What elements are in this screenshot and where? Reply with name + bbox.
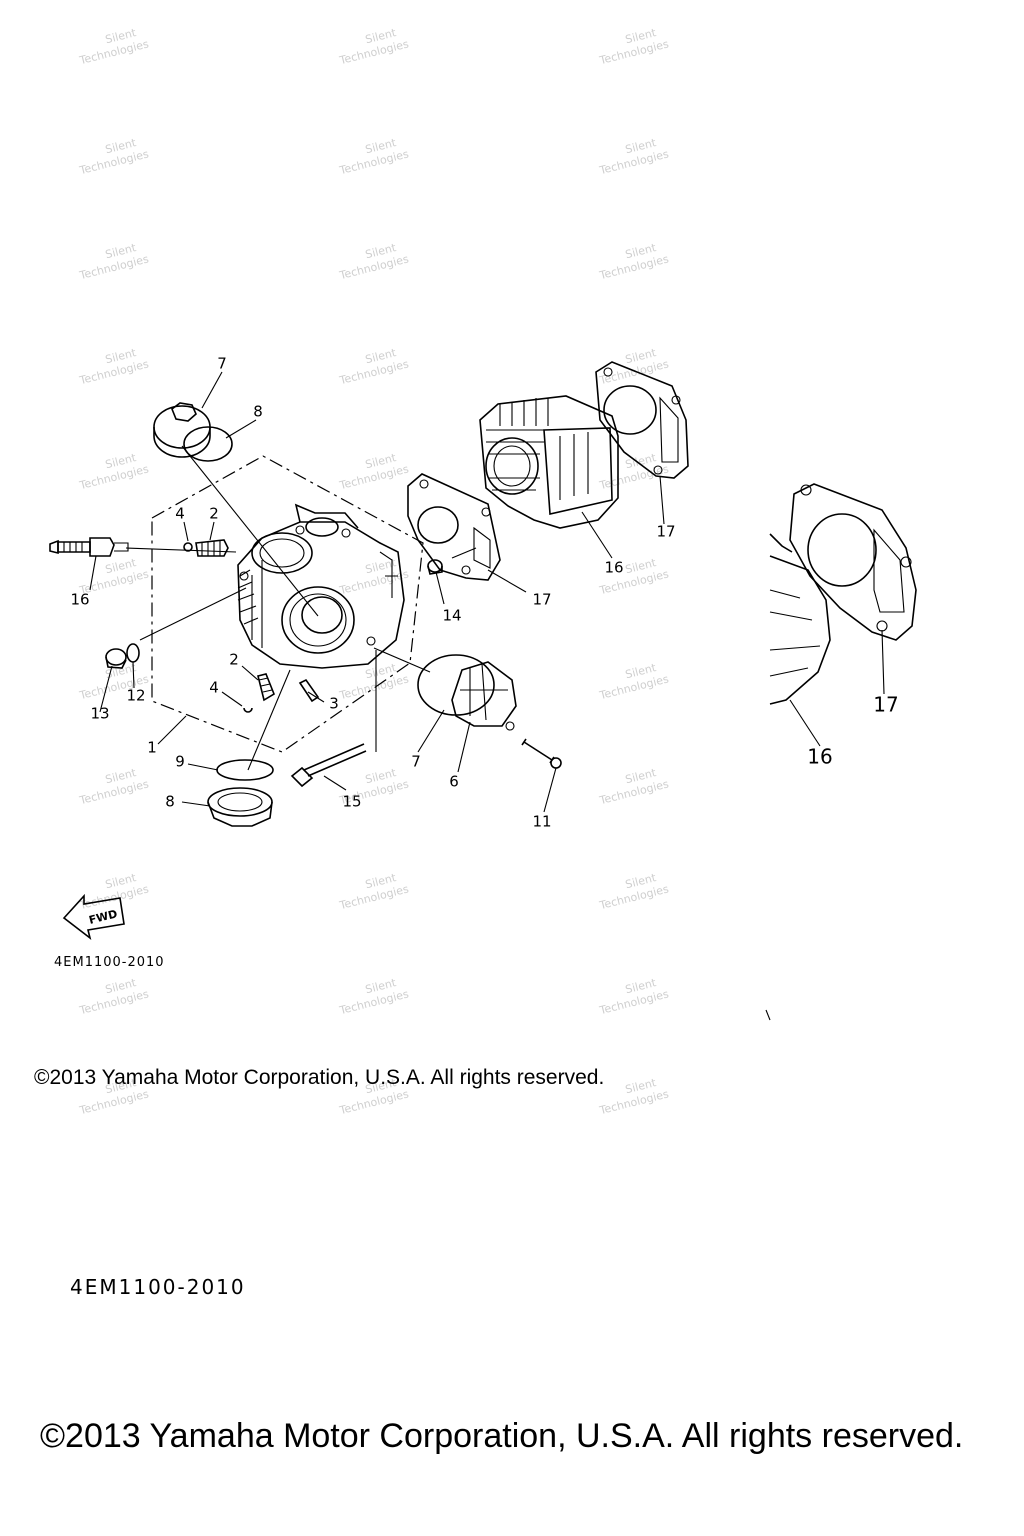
callout-15: 15 (342, 793, 361, 811)
callout-labels: 7 8 4 2 16 2 4 3 12 13 1 9 8 15 7 6 11 1… (70, 355, 898, 831)
callout-8-bottom: 9 (175, 753, 185, 771)
callout-7-bottom: 8 (165, 793, 175, 811)
callout-9: 11 (532, 813, 551, 831)
detail-callout-16: 16 (807, 745, 832, 769)
clip-top (183, 542, 193, 552)
stud-lower (257, 673, 275, 702)
stud-bolt (298, 678, 320, 703)
callout-10: 12 (126, 687, 145, 705)
callout-4-top: 4 (175, 505, 185, 523)
copyright-notice-small: ©2013 Yamaha Motor Corporation, U.S.A. A… (34, 1066, 605, 1089)
valve-cap-top (153, 402, 211, 458)
cylinder-head-part (237, 503, 405, 669)
valve-cap-bottom (207, 787, 273, 827)
cover-screw (521, 738, 562, 769)
callout-5: 6 (449, 773, 459, 791)
callout-3: 3 (329, 695, 339, 713)
plug-bolt (105, 648, 127, 669)
head-gasket (407, 473, 501, 581)
callout-13: 17 (532, 591, 551, 609)
detail-view (765, 483, 917, 1021)
drawing-code-cropped: 4EM1100-2010 (70, 1275, 246, 1299)
cylinder (479, 395, 619, 529)
clip-lower (243, 707, 253, 713)
watermark-layer: SilentTechnologiesSilentTechnologiesSile… (77, 26, 670, 1117)
o-ring-bottom (216, 759, 274, 781)
callout-2-top: 2 (209, 505, 219, 523)
callout-12: 16 (70, 591, 89, 609)
cylinder-head-outline (151, 455, 424, 753)
callout-11: 13 (90, 705, 109, 723)
callout-8-top: 8 (253, 403, 263, 421)
drawing-code: 4EM1100-2010 (54, 955, 165, 970)
detail-callout-17: 17 (873, 693, 898, 717)
callout-1: 1 (147, 739, 157, 757)
callout-6: 7 (411, 753, 421, 771)
base-gasket (595, 361, 689, 479)
assembly-lines (89, 371, 885, 813)
long-bolt (290, 743, 367, 788)
copyright-notice-large: ©2013 Yamaha Motor Corporation, U.S.A. A… (40, 1417, 964, 1455)
spark-plug (49, 537, 129, 557)
fwd-label: FWD (88, 907, 119, 927)
o-ring-top (183, 426, 233, 462)
callout-14: 14 (442, 607, 461, 625)
callout-2-lower: 2 (229, 651, 239, 669)
callout-7-top: 7 (217, 355, 227, 373)
callout-17: 17 (656, 523, 675, 541)
callout-4-lower: 4 (209, 679, 219, 697)
washer (126, 643, 140, 663)
stud-top (195, 539, 229, 557)
callout-16: 16 (604, 559, 623, 577)
side-cover (451, 661, 517, 731)
